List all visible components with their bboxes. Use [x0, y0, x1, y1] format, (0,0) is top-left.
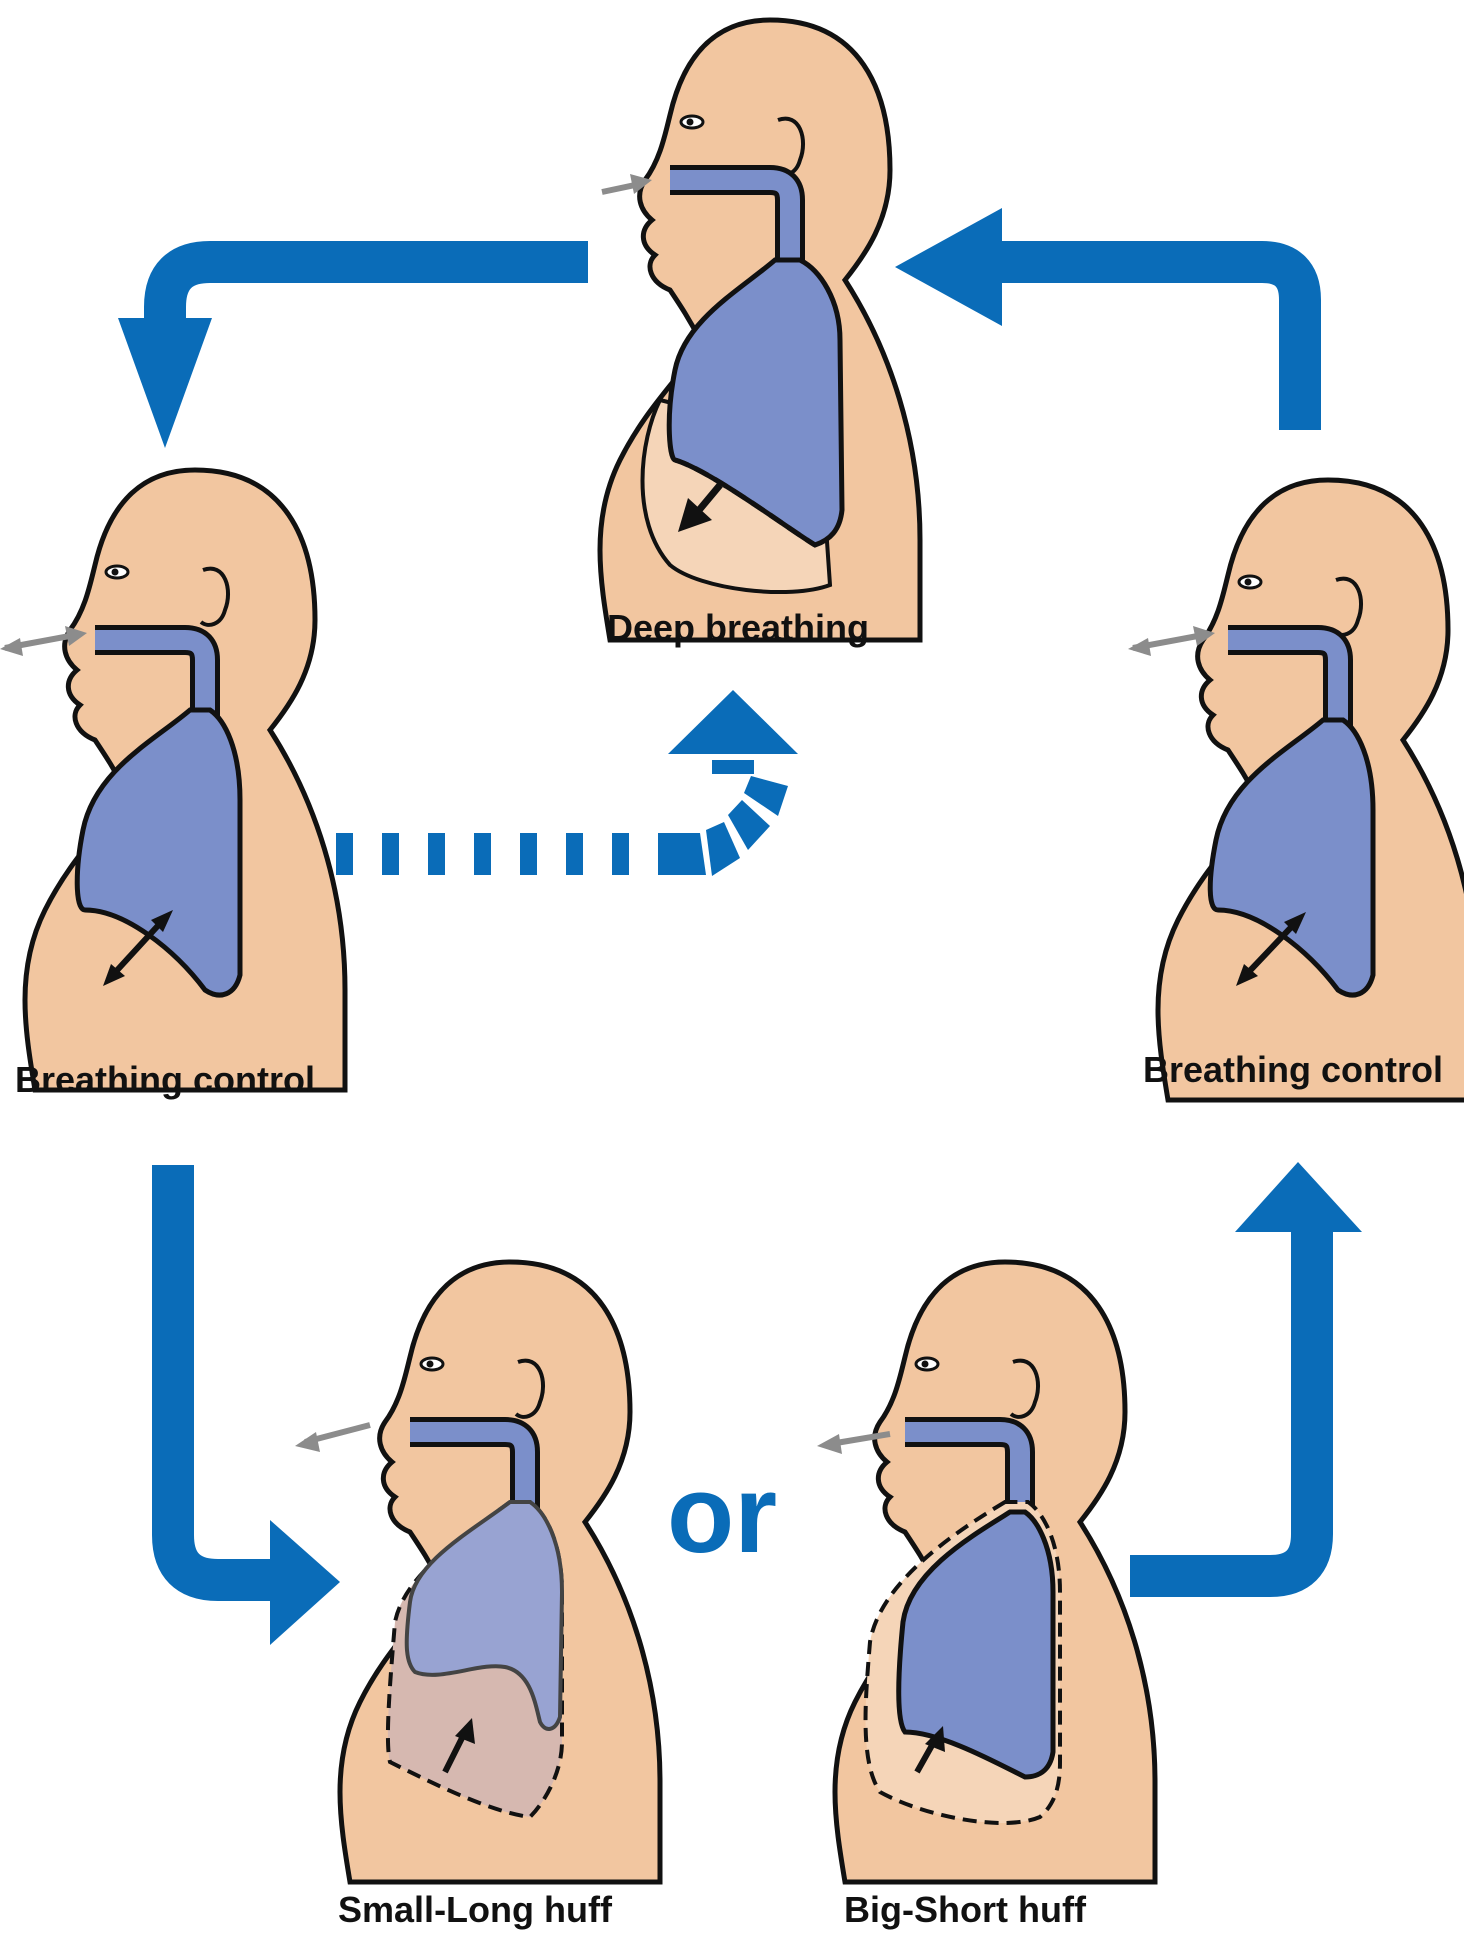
- arrow-huff-to-control-right: [1130, 1220, 1333, 1597]
- label-deep-breathing: Deep breathing: [607, 607, 869, 648]
- arrow-head-left: [895, 208, 1002, 326]
- figure-breathing-control-right: Breathing control: [1128, 480, 1464, 1100]
- arrow-deep-to-control-left: [144, 241, 588, 330]
- or-connector: or: [667, 1453, 777, 1576]
- dashed-arrow-control-to-deep: [336, 734, 788, 876]
- arrow-head-up: [1235, 1162, 1362, 1232]
- figure-big-short-huff: Big-Short huff: [817, 1262, 1155, 1930]
- label-breathing-control-right: Breathing control: [1143, 1049, 1443, 1090]
- label-breathing-control-left: Breathing control: [15, 1059, 315, 1100]
- figure-deep-breathing: Deep breathing: [600, 20, 920, 648]
- arrow-head-right: [270, 1520, 340, 1645]
- arrow-head-down-left: [118, 318, 212, 448]
- figure-breathing-control-left: Breathing control: [0, 470, 345, 1100]
- figure-small-long-huff: Small-Long huff: [295, 1262, 660, 1930]
- label-small-long-huff: Small-Long huff: [338, 1889, 613, 1930]
- arrow-control-left-to-huff: [152, 1165, 275, 1601]
- dashed-arrow-head-up: [668, 690, 798, 754]
- arrow-control-right-to-deep: [1000, 241, 1321, 430]
- label-big-short-huff: Big-Short huff: [844, 1889, 1087, 1930]
- cycle-arrows: [118, 208, 1362, 1645]
